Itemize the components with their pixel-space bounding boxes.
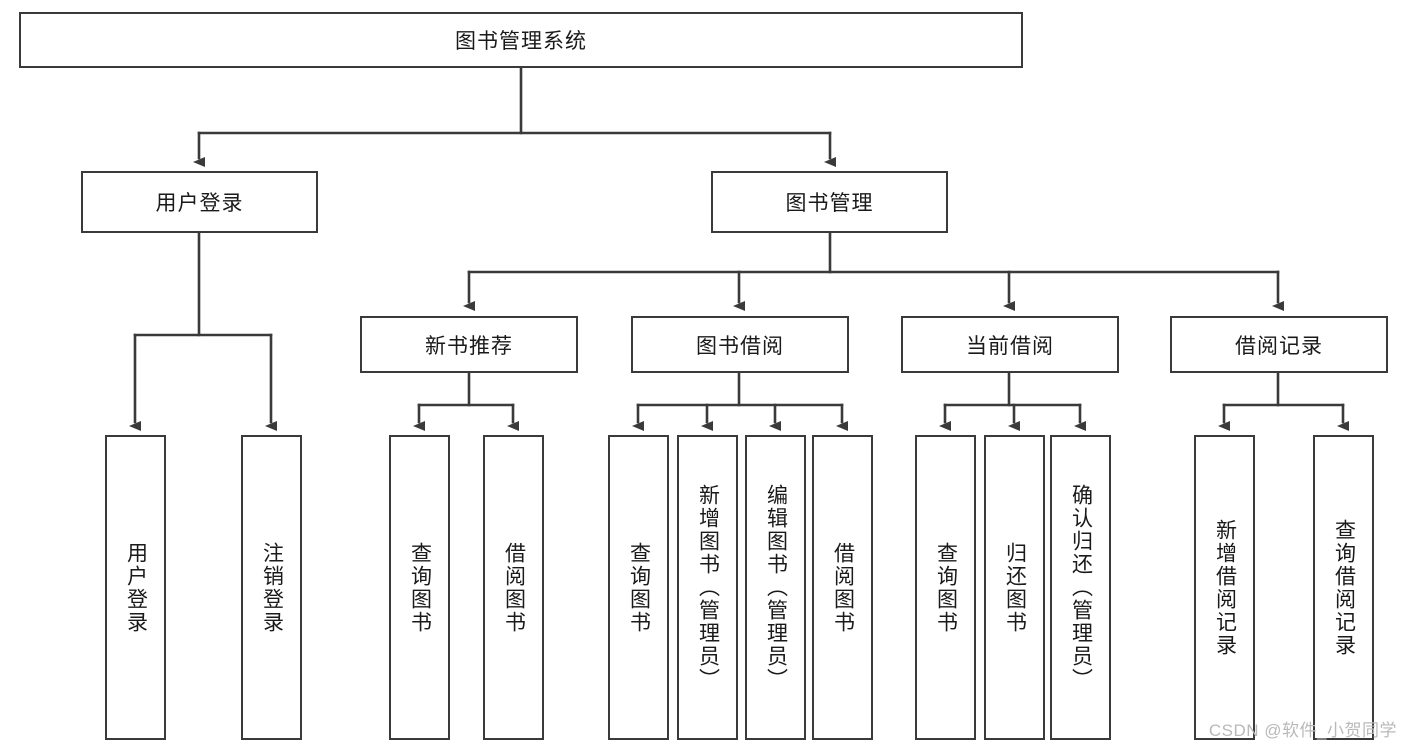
node-book-borrow[interactable]: 图书借阅	[631, 316, 849, 373]
node-leaf-add-record-label: 新增借阅记录	[1213, 518, 1237, 657]
node-leaf-logout-login-label: 注销登录	[260, 541, 284, 634]
node-leaf-return-book-label: 归还图书	[1003, 541, 1027, 634]
node-leaf-query-book-3[interactable]: 查询图书	[915, 435, 976, 740]
node-leaf-confirm-return-label: 确认归还（管理员）	[1069, 484, 1093, 691]
node-new-book-rec-label: 新书推荐	[425, 334, 513, 358]
node-leaf-user-login-label: 用户登录	[124, 541, 148, 634]
node-leaf-query-book-3-label: 查询图书	[934, 541, 958, 634]
node-leaf-borrow-book-2-label: 借阅图书	[831, 541, 855, 634]
node-book-borrow-label: 图书借阅	[696, 334, 784, 358]
node-leaf-query-book-1-label: 查询图书	[408, 541, 432, 634]
node-leaf-query-book-2[interactable]: 查询图书	[608, 435, 669, 740]
node-new-book-rec[interactable]: 新书推荐	[360, 316, 578, 373]
node-leaf-edit-book-label: 编辑图书（管理员）	[764, 484, 788, 691]
node-leaf-logout-login[interactable]: 注销登录	[241, 435, 302, 740]
node-leaf-add-book[interactable]: 新增图书（管理员）	[677, 435, 738, 740]
node-leaf-query-record-label: 查询借阅记录	[1332, 518, 1356, 657]
node-leaf-return-book[interactable]: 归还图书	[984, 435, 1045, 740]
node-leaf-borrow-book-2[interactable]: 借阅图书	[812, 435, 873, 740]
node-current-borrow[interactable]: 当前借阅	[901, 316, 1119, 373]
node-leaf-add-record[interactable]: 新增借阅记录	[1194, 435, 1255, 740]
node-leaf-user-login[interactable]: 用户登录	[105, 435, 166, 740]
node-user-login[interactable]: 用户登录	[81, 171, 318, 233]
node-root[interactable]: 图书管理系统	[19, 12, 1023, 68]
node-leaf-add-book-label: 新增图书（管理员）	[696, 484, 720, 691]
node-leaf-query-book-2-label: 查询图书	[627, 541, 651, 634]
node-book-manage-label: 图书管理	[785, 192, 874, 215]
node-leaf-query-record[interactable]: 查询借阅记录	[1313, 435, 1374, 740]
node-leaf-borrow-book-1[interactable]: 借阅图书	[483, 435, 544, 740]
node-book-manage[interactable]: 图书管理	[711, 171, 948, 233]
node-leaf-edit-book[interactable]: 编辑图书（管理员）	[745, 435, 806, 740]
node-leaf-query-book-1[interactable]: 查询图书	[389, 435, 450, 740]
node-leaf-confirm-return[interactable]: 确认归还（管理员）	[1050, 435, 1111, 740]
node-root-label: 图书管理系统	[455, 30, 587, 53]
node-current-borrow-label: 当前借阅	[966, 334, 1054, 358]
node-user-login-label: 用户登录	[155, 192, 244, 215]
node-leaf-borrow-book-1-label: 借阅图书	[502, 541, 526, 634]
node-borrow-record-label: 借阅记录	[1235, 334, 1323, 358]
node-borrow-record[interactable]: 借阅记录	[1170, 316, 1388, 373]
